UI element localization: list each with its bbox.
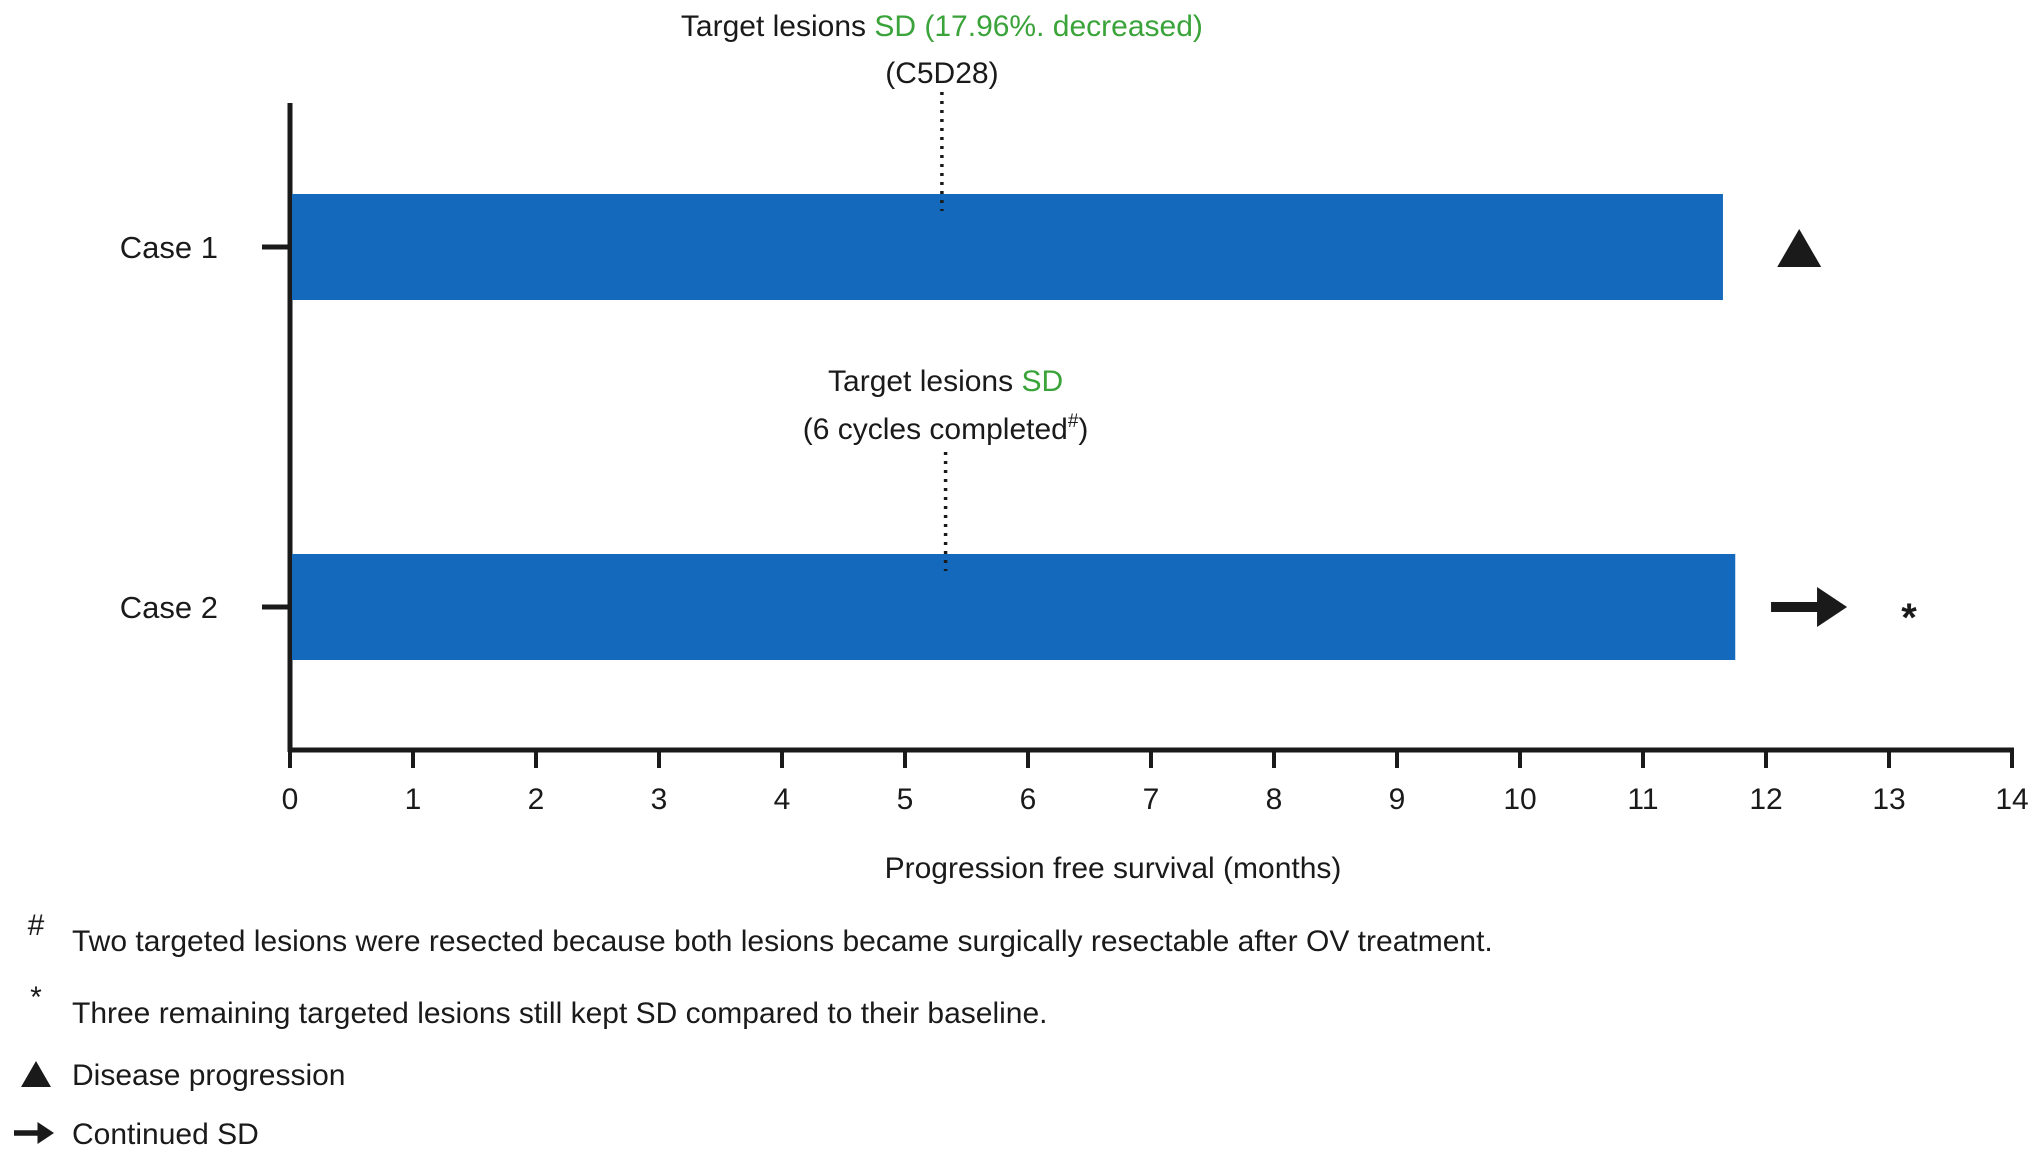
legend-arrow-icon bbox=[14, 1122, 54, 1144]
annotation-superscript: # bbox=[1068, 411, 1079, 432]
annotation-line2-text: (C5D28) bbox=[885, 57, 998, 90]
x-tick-label: 5 bbox=[897, 783, 914, 816]
arrow-marker-icon bbox=[1771, 587, 1848, 627]
x-tick-label: 9 bbox=[1389, 783, 1406, 816]
annotation-highlight: SD bbox=[1021, 365, 1063, 398]
x-tick-label: 1 bbox=[405, 783, 422, 816]
annotation-line2: (6 cycles completed#) bbox=[803, 411, 1089, 446]
x-tick-label: 11 bbox=[1627, 783, 1658, 816]
annotation-highlight: SD (17.96%. decreased) bbox=[874, 10, 1203, 43]
x-tick-label: 13 bbox=[1872, 783, 1905, 816]
x-tick-label: 2 bbox=[528, 783, 545, 816]
annotation-line2: (C5D28) bbox=[885, 57, 998, 90]
x-tick-label: 6 bbox=[1020, 783, 1037, 816]
annotation-line1: Target lesions SD (17.96%. decreased) bbox=[681, 10, 1203, 43]
footnote-symbol: * bbox=[30, 981, 42, 1014]
bar-case-2 bbox=[292, 554, 1736, 660]
y-tick-label: Case 2 bbox=[120, 590, 218, 625]
footnotes: # Two targeted lesions were resected beca… bbox=[28, 909, 1493, 1030]
x-axis-label: Progression free survival (months) bbox=[885, 852, 1342, 885]
legend-triangle-icon bbox=[21, 1061, 51, 1087]
legend-label: Disease progression bbox=[72, 1059, 345, 1092]
x-tick-label: 8 bbox=[1266, 783, 1283, 816]
footnote-symbol: # bbox=[28, 909, 45, 942]
annotation-prefix: Target lesions bbox=[828, 365, 1021, 398]
legend-label: Continued SD bbox=[72, 1118, 259, 1151]
triangle-marker-icon bbox=[1777, 229, 1822, 267]
x-tick-label: 3 bbox=[651, 783, 668, 816]
x-tick-label: 7 bbox=[1143, 783, 1160, 816]
y-tick-label: Case 1 bbox=[120, 230, 218, 265]
annotation-prefix: Target lesions bbox=[681, 10, 874, 43]
bar-case-1 bbox=[292, 194, 1723, 300]
x-tick-label: 14 bbox=[1995, 783, 2028, 816]
x-tick-label: 4 bbox=[774, 783, 791, 816]
annotation-close: ) bbox=[1078, 413, 1088, 446]
x-tick-label: 10 bbox=[1503, 783, 1536, 816]
footnote-text: Two targeted lesions were resected becau… bbox=[72, 925, 1493, 958]
x-tick-label: 0 bbox=[282, 783, 299, 816]
annotation-line1: Target lesions SD bbox=[828, 365, 1063, 398]
asterisk-marker: * bbox=[1901, 596, 1917, 640]
annotation-line2-text: (6 cycles completed bbox=[803, 413, 1068, 446]
x-tick-label: 12 bbox=[1749, 783, 1782, 816]
footnote-text: Three remaining targeted lesions still k… bbox=[72, 997, 1048, 1030]
